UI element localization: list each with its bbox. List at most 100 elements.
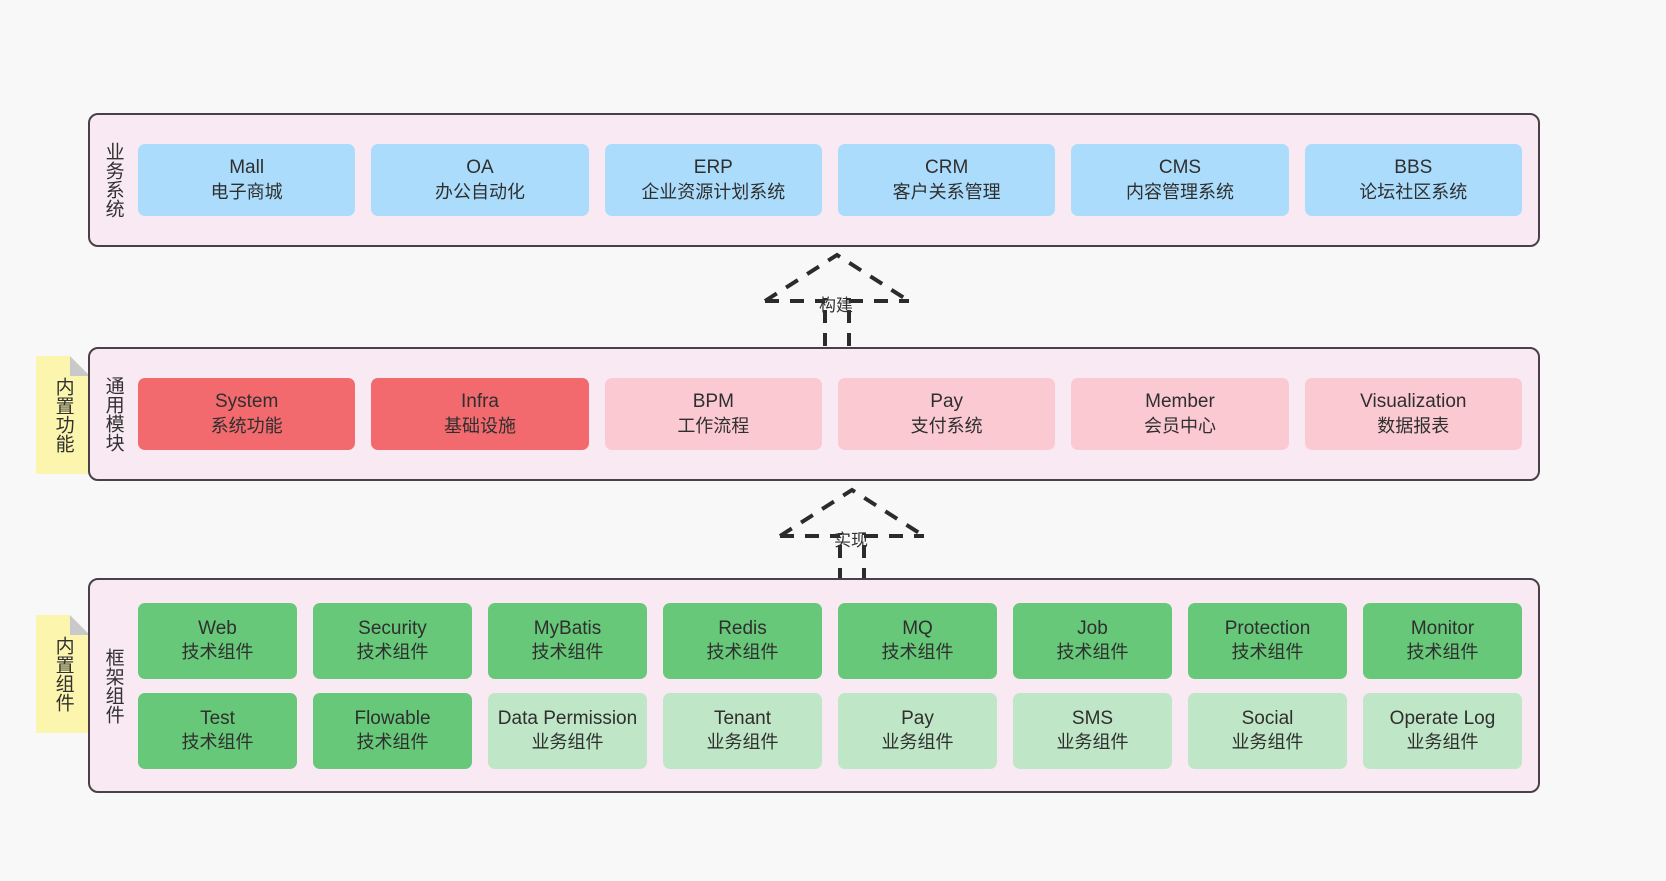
card-title: Test xyxy=(200,707,235,729)
card-title: Security xyxy=(358,617,427,639)
card-title: CRM xyxy=(925,157,969,179)
card-cms[interactable]: CMS 内容管理系统 xyxy=(1071,144,1289,216)
card-title: System xyxy=(214,391,279,413)
card-subtitle: 技术组件 xyxy=(181,732,254,753)
card-web[interactable]: Web 技术组件 xyxy=(138,602,297,679)
card-crm[interactable]: CRM 客户关系管理 xyxy=(837,144,1056,216)
card-title: Social xyxy=(1241,707,1294,729)
card-title: MQ xyxy=(902,617,933,639)
card-subtitle: 技术组件 xyxy=(356,732,429,753)
card-mall[interactable]: Mall 电子商城 xyxy=(138,144,356,216)
card-subtitle: 系统功能 xyxy=(210,415,283,436)
card-title: SMS xyxy=(1071,707,1114,729)
card-visualization[interactable]: Visualization 数据报表 xyxy=(1304,378,1522,450)
card-subtitle: 技术组件 xyxy=(181,642,254,663)
card-subtitle: 数据报表 xyxy=(1377,415,1450,436)
layer-title-business-system: 业务系统 xyxy=(102,142,124,218)
card-pay-component[interactable]: Pay 业务组件 xyxy=(838,692,997,769)
card-subtitle: 论坛社区系统 xyxy=(1359,181,1468,202)
card-subtitle: 技术组件 xyxy=(1231,642,1304,663)
connector-label-implement: 实现 xyxy=(834,531,868,550)
card-title: ERP xyxy=(693,157,733,179)
connector-implement: 实现 xyxy=(772,487,932,586)
card-title: Tenant xyxy=(713,707,772,729)
card-row: Test 技术组件 Flowable 技术组件 Data Permission … xyxy=(138,692,1522,769)
card-infra[interactable]: Infra 基础设施 xyxy=(371,378,589,450)
card-test[interactable]: Test 技术组件 xyxy=(138,692,297,769)
layer-title-common-module: 通用模块 xyxy=(102,376,124,452)
card-subtitle: 业务组件 xyxy=(881,732,954,753)
card-subtitle: 业务组件 xyxy=(531,732,604,753)
card-title: Web xyxy=(198,617,237,639)
layer-title-framework-component: 框架组件 xyxy=(102,647,124,724)
card-subtitle: 办公自动化 xyxy=(434,181,525,202)
card-member[interactable]: Member 会员中心 xyxy=(1071,378,1289,450)
card-social[interactable]: Social 业务组件 xyxy=(1188,692,1347,769)
card-title: Pay xyxy=(930,391,964,413)
card-bpm[interactable]: BPM 工作流程 xyxy=(604,378,822,450)
card-subtitle: 业务组件 xyxy=(1056,732,1129,753)
layer-body-business-system: Mall 电子商城 OA 办公自动化 ERP 企业资源计划系统 CRM 客户关系… xyxy=(136,115,1538,245)
card-title: Visualization xyxy=(1360,391,1467,413)
page-fold-icon xyxy=(70,615,90,635)
card-data-permission[interactable]: Data Permission 业务组件 xyxy=(488,692,647,769)
sticky-note-built-in-components: 内置组件 xyxy=(36,615,90,733)
card-title: Infra xyxy=(460,391,499,413)
card-title: Member xyxy=(1145,391,1215,413)
layer-body-framework-component: Web 技术组件 Security 技术组件 MyBatis 技术组件 Redi… xyxy=(136,580,1538,791)
card-title: Flowable xyxy=(354,707,431,729)
card-title: BBS xyxy=(1394,157,1433,179)
card-monitor[interactable]: Monitor 技术组件 xyxy=(1363,602,1522,679)
card-title: BPM xyxy=(692,391,734,413)
layer-common-module: 通用模块 System 系统功能 Infra 基础设施 BPM 工作流程 Pay… xyxy=(88,347,1540,481)
card-protection[interactable]: Protection 技术组件 xyxy=(1188,602,1347,679)
dashed-generalization-arrow-icon xyxy=(778,487,926,581)
card-row: Mall 电子商城 OA 办公自动化 ERP 企业资源计划系统 CRM 客户关系… xyxy=(138,144,1522,216)
dashed-generalization-arrow-icon xyxy=(763,252,911,346)
card-title: Operate Log xyxy=(1389,707,1496,729)
sticky-note-label: 内置组件 xyxy=(52,636,74,712)
card-title: Data Permission xyxy=(497,707,638,729)
card-system[interactable]: System 系统功能 xyxy=(138,378,356,450)
card-subtitle: 业务组件 xyxy=(706,732,779,753)
card-title: Pay xyxy=(901,707,934,729)
card-erp[interactable]: ERP 企业资源计划系统 xyxy=(604,144,822,216)
card-job[interactable]: Job 技术组件 xyxy=(1013,602,1172,679)
connector-build: 构建 xyxy=(757,252,917,351)
card-subtitle: 支付系统 xyxy=(910,415,983,436)
card-pay[interactable]: Pay 支付系统 xyxy=(837,378,1056,450)
layer-framework-component: 框架组件 Web 技术组件 Security 技术组件 MyBatis 技术组件… xyxy=(88,578,1540,793)
card-row: Web 技术组件 Security 技术组件 MyBatis 技术组件 Redi… xyxy=(138,602,1522,679)
layer-business-system: 业务系统 Mall 电子商城 OA 办公自动化 ERP 企业资源计划系统 CRM… xyxy=(88,113,1540,247)
card-subtitle: 客户关系管理 xyxy=(892,181,1001,202)
card-bbs[interactable]: BBS 论坛社区系统 xyxy=(1304,144,1522,216)
card-sms[interactable]: SMS 业务组件 xyxy=(1013,692,1172,769)
card-subtitle: 会员中心 xyxy=(1143,415,1216,436)
card-subtitle: 内容管理系统 xyxy=(1125,181,1234,202)
card-security[interactable]: Security 技术组件 xyxy=(313,602,472,679)
card-mybatis[interactable]: MyBatis 技术组件 xyxy=(488,602,647,679)
card-subtitle: 企业资源计划系统 xyxy=(641,181,786,202)
card-tenant[interactable]: Tenant 业务组件 xyxy=(663,692,822,769)
card-title: MyBatis xyxy=(533,617,602,639)
card-title: CMS xyxy=(1158,157,1202,179)
card-subtitle: 技术组件 xyxy=(706,642,779,663)
card-subtitle: 技术组件 xyxy=(531,642,604,663)
card-title: OA xyxy=(466,157,494,179)
card-title: Job xyxy=(1077,617,1108,639)
card-subtitle: 业务组件 xyxy=(1231,732,1304,753)
connector-label-build: 构建 xyxy=(819,296,853,315)
card-flowable[interactable]: Flowable 技术组件 xyxy=(313,692,472,769)
card-subtitle: 技术组件 xyxy=(881,642,954,663)
card-subtitle: 技术组件 xyxy=(1406,642,1479,663)
card-title: Mall xyxy=(229,157,265,179)
page-fold-icon xyxy=(70,356,90,376)
card-subtitle: 工作流程 xyxy=(677,415,750,436)
card-oa[interactable]: OA 办公自动化 xyxy=(371,144,589,216)
card-subtitle: 技术组件 xyxy=(1056,642,1129,663)
card-redis[interactable]: Redis 技术组件 xyxy=(663,602,822,679)
card-subtitle: 电子商城 xyxy=(210,181,283,202)
card-title: Redis xyxy=(718,617,767,639)
card-operate-log[interactable]: Operate Log 业务组件 xyxy=(1363,692,1522,769)
card-mq[interactable]: MQ 技术组件 xyxy=(838,602,997,679)
